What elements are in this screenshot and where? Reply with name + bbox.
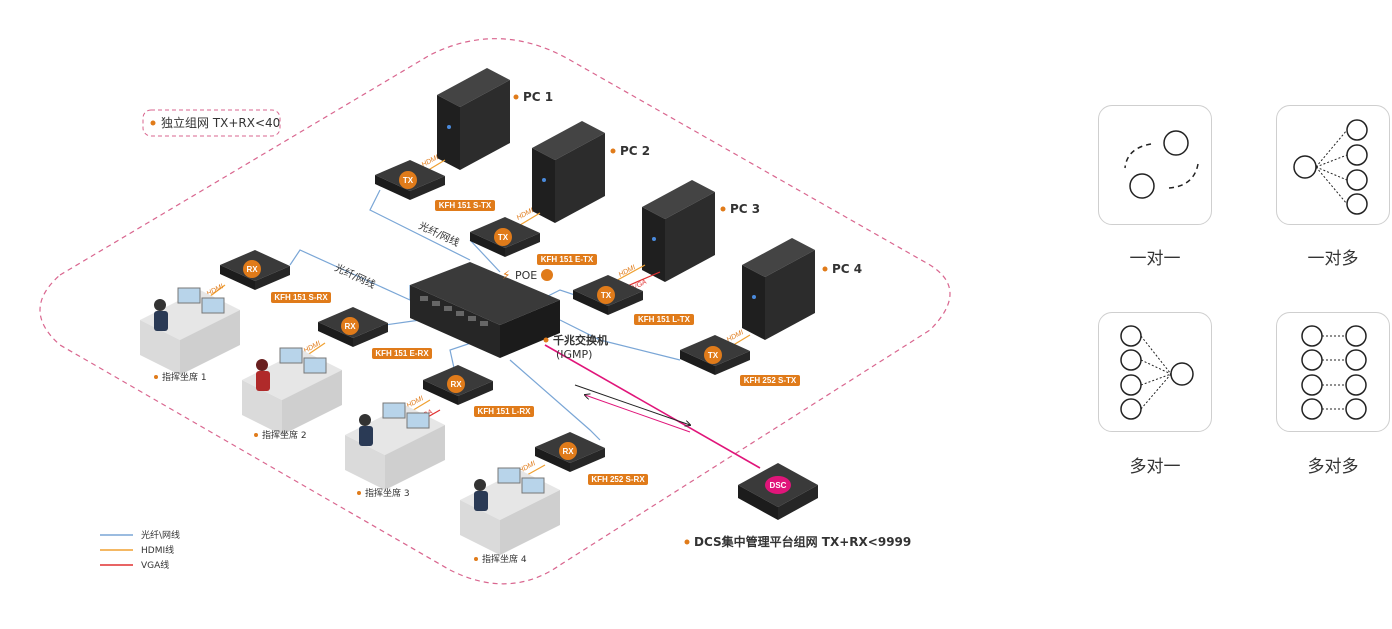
legend-fiber: 光纤\网线 bbox=[141, 529, 180, 541]
bullet-icon bbox=[610, 148, 616, 154]
svg-text:KFH 151 E-RX: KFH 151 E-RX bbox=[375, 349, 429, 358]
seat-label-1: 指挥坐席 1 bbox=[162, 371, 207, 383]
many-to-one-icon bbox=[1120, 325, 1194, 420]
workstation-4 bbox=[460, 467, 560, 555]
svg-text:TX: TX bbox=[403, 176, 414, 185]
rx-box-1: RX bbox=[220, 250, 290, 290]
switch-sublabel: (IGMP) bbox=[556, 348, 592, 361]
dcs-label: DCS集中管理平台组网 TX+RX<9999 bbox=[694, 534, 911, 549]
svg-text:KFH 252 S-TX: KFH 252 S-TX bbox=[744, 376, 797, 385]
svg-text:TX: TX bbox=[601, 291, 612, 300]
workstation-2 bbox=[242, 347, 342, 435]
rx-box-3: RX bbox=[423, 365, 493, 405]
one-to-one-icon bbox=[1124, 130, 1199, 199]
pc-label-4: PC 4 bbox=[832, 262, 862, 276]
pc-label-2: PC 2 bbox=[620, 144, 650, 158]
bullet-icon bbox=[474, 557, 478, 561]
svg-text:RX: RX bbox=[344, 322, 356, 331]
standalone-label: 独立组网 TX+RX<40 bbox=[161, 115, 280, 130]
pc-tower-2 bbox=[532, 121, 605, 223]
seat-label-4: 指挥坐席 4 bbox=[482, 553, 527, 565]
mode-card-many-to-many bbox=[1276, 312, 1390, 432]
bullet-icon bbox=[720, 206, 726, 212]
mode-card-one-to-one bbox=[1098, 105, 1212, 225]
svg-text:RX: RX bbox=[246, 265, 258, 274]
model-tags: KFH 151 S-TX KFH 151 E-TX KFH 151 L-TX K… bbox=[271, 200, 800, 485]
pc-label-1: PC 1 bbox=[523, 90, 553, 104]
rx-boxes: RX RX RX RX bbox=[220, 250, 605, 472]
rx-box-2: RX bbox=[318, 307, 388, 347]
workstations bbox=[140, 287, 560, 555]
bullet-icon bbox=[543, 337, 549, 343]
many-to-many-icon bbox=[1301, 325, 1367, 420]
gigabit-switch bbox=[410, 262, 560, 358]
rx-box-4: RX bbox=[535, 432, 605, 472]
mode-label-many-to-many: 多对多 bbox=[1307, 457, 1359, 477]
svg-text:RX: RX bbox=[562, 447, 574, 456]
svg-text:TX: TX bbox=[498, 233, 509, 242]
svg-text:DSC: DSC bbox=[770, 481, 787, 490]
tx-box-2: TX bbox=[470, 217, 540, 257]
svg-text:KFH 151 S-RX: KFH 151 S-RX bbox=[274, 293, 328, 302]
fiber-label-left: 光纤/网线 bbox=[333, 261, 378, 291]
workstation-3 bbox=[345, 402, 445, 490]
dsc-box: DSC bbox=[738, 463, 818, 520]
workstation-1 bbox=[140, 287, 240, 375]
mode-card-many-to-one bbox=[1098, 312, 1212, 432]
svg-text:RX: RX bbox=[450, 380, 462, 389]
mode-label-one-to-many: 一对多 bbox=[1307, 249, 1359, 269]
legend-vga: VGA线 bbox=[141, 559, 169, 571]
pc-towers bbox=[437, 68, 815, 340]
tx-box-3: TX bbox=[573, 275, 643, 315]
seat-label-3: 指挥坐席 3 bbox=[365, 487, 410, 499]
seat-label-2: 指挥坐席 2 bbox=[262, 429, 307, 441]
dcs-links bbox=[544, 344, 761, 469]
svg-text:KFH 151 L-TX: KFH 151 L-TX bbox=[638, 315, 691, 324]
poe-lightning-icon: ⚡ bbox=[502, 268, 510, 282]
tx-box-1: TX bbox=[375, 160, 445, 200]
mode-card-one-to-many bbox=[1276, 105, 1390, 225]
svg-text:KFH 252 S-RX: KFH 252 S-RX bbox=[591, 475, 645, 484]
poe-icon bbox=[541, 269, 553, 281]
pc-label-3: PC 3 bbox=[730, 202, 760, 216]
standalone-network-boundary bbox=[39, 38, 951, 585]
tx-boxes: TX TX TX TX bbox=[375, 160, 750, 375]
bullet-icon bbox=[150, 120, 156, 126]
bullet-icon bbox=[684, 539, 690, 545]
pc-tower-3 bbox=[642, 180, 715, 282]
tx-box-4: TX bbox=[680, 335, 750, 375]
bullet-icon bbox=[513, 94, 519, 100]
svg-text:KFH 151 L-RX: KFH 151 L-RX bbox=[478, 407, 532, 416]
pc-tower-4 bbox=[742, 238, 815, 340]
cable-label-hdmi: HDMI bbox=[618, 264, 637, 279]
svg-text:KFH 151 S-TX: KFH 151 S-TX bbox=[439, 201, 492, 210]
svg-text:KFH 151 E-TX: KFH 151 E-TX bbox=[541, 255, 594, 264]
standalone-label-box bbox=[142, 109, 281, 137]
switch-label: 千兆交换机 bbox=[553, 333, 608, 347]
pc-tower-1 bbox=[437, 68, 510, 170]
svg-text:TX: TX bbox=[708, 351, 719, 360]
legend-hdmi: HDMI线 bbox=[141, 544, 174, 556]
one-to-many-icon bbox=[1293, 119, 1368, 215]
mode-label-one-to-one: 一对一 bbox=[1129, 249, 1181, 269]
bullet-icon bbox=[154, 375, 158, 379]
poe-label: POE bbox=[515, 269, 537, 282]
mode-label-many-to-one: 多对一 bbox=[1129, 457, 1181, 477]
bullet-icon bbox=[254, 433, 258, 437]
bullet-icon bbox=[822, 266, 828, 272]
bullet-icon bbox=[357, 491, 361, 495]
cable-label-hdmi: HDMI bbox=[516, 207, 535, 222]
legend: 光纤\网线 HDMI线 VGA线 bbox=[100, 529, 180, 571]
